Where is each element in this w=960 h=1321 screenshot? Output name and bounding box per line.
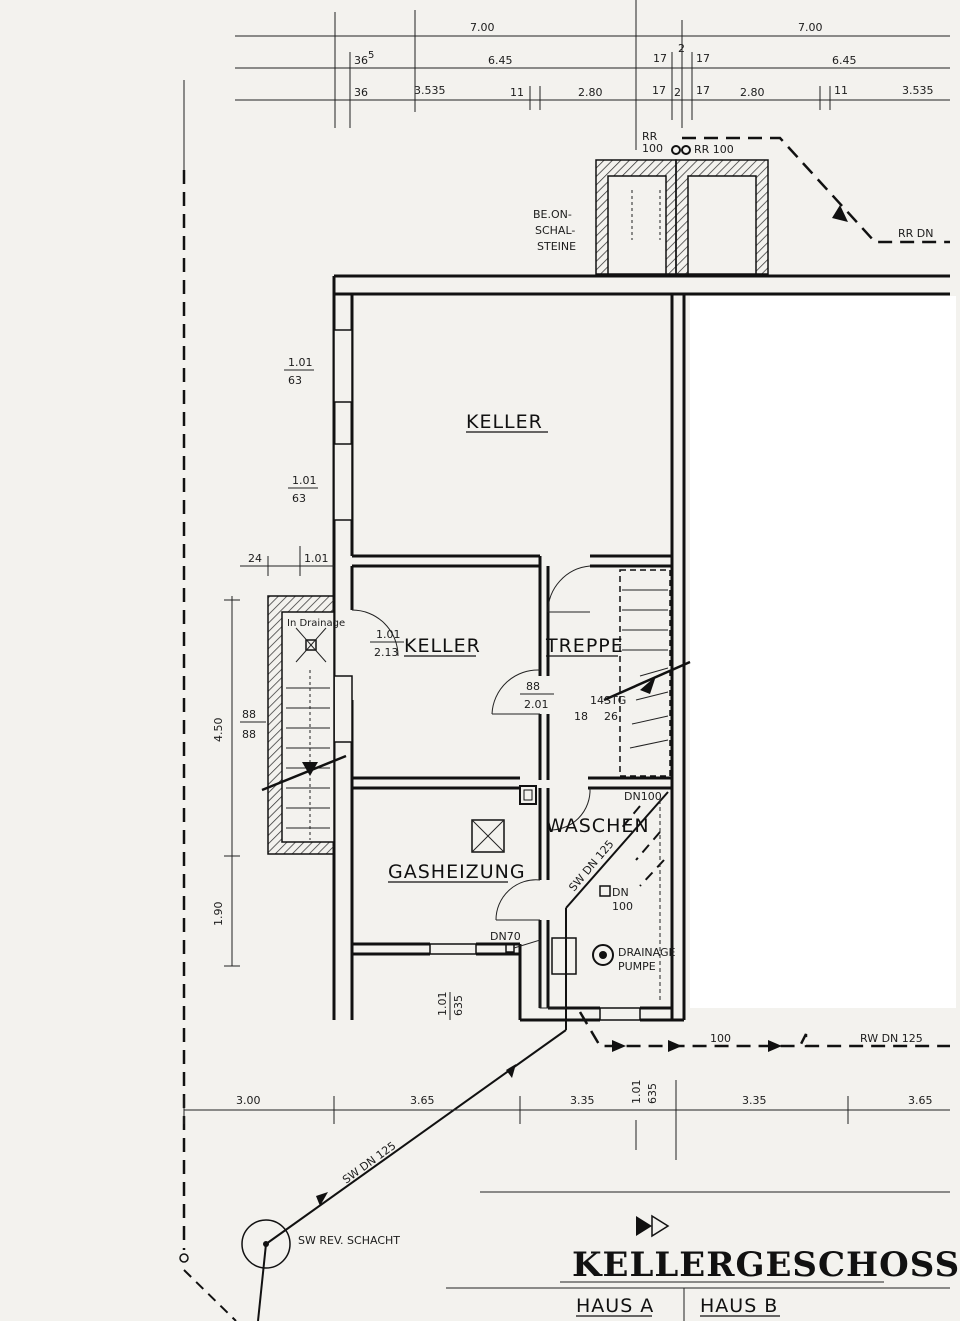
dim-top-700-b: 7.00	[798, 21, 823, 34]
dim-bottom-frac-top: 1.01	[630, 1080, 643, 1105]
bottom-win-dim-bottom: 635	[452, 995, 465, 1016]
door-a-bottom: 2.13	[374, 646, 399, 659]
haus-b-area	[690, 296, 956, 1008]
lightwell-dim-bottom: 88	[242, 728, 256, 741]
dim-top3-2: 2	[674, 86, 681, 99]
staircase	[603, 569, 691, 777]
light-shafts-top	[595, 145, 769, 275]
left-dimension-chain	[224, 546, 334, 967]
rw-dn125-label: RW DN 125	[860, 1032, 923, 1045]
dim-top-17-a: 17	[653, 52, 667, 65]
dn100-top-label: DN100	[624, 790, 662, 803]
win-dim-2-bottom: 63	[292, 492, 306, 505]
win-dim-2-top: 1.01	[292, 474, 317, 487]
room-treppe: TREPPE	[545, 635, 624, 657]
dim-bottom-335-a: 3.35	[570, 1094, 595, 1107]
dim-top3-11-b: 11	[834, 84, 848, 97]
sw-rev-schacht-label: SW REV. SCHACHT	[298, 1234, 400, 1247]
rr-dn-label: RR DN	[898, 227, 933, 240]
rr100-b: RR 100	[694, 143, 734, 156]
haus-b-label: HAUS B	[700, 1295, 778, 1317]
dim-top-645-b: 6.45	[832, 54, 857, 67]
dim-top3-280-a: 2.80	[578, 86, 603, 99]
rr100-a-bottom: 100	[642, 142, 663, 155]
room-gasheizung: GASHEIZUNG	[388, 861, 526, 883]
rain-pipe-top	[682, 136, 950, 244]
dim-sup: 5	[368, 50, 374, 61]
dim-top3-11-a: 11	[510, 86, 524, 99]
dim-top3-280-b: 2.80	[740, 86, 765, 99]
light-well-left	[261, 595, 347, 855]
drainage-pumpe-2: PUMPE	[618, 960, 656, 973]
top-dimension-chain: 7.00 7.00 36 5 6.45 17 2 17 6.45 36 3.53…	[235, 0, 950, 150]
win-dim-1-top: 1.01	[288, 356, 313, 369]
lightwell-dim-top: 88	[242, 708, 256, 721]
dim-101-top: 1.01	[304, 552, 329, 565]
stairs-count: 14STG	[590, 694, 626, 707]
dim-bottom-365-b: 3.65	[908, 1094, 933, 1107]
dim-top-645-a: 6.45	[488, 54, 513, 67]
dim-bottom-365-a: 3.65	[410, 1094, 435, 1107]
dn70-label: DN70	[490, 930, 521, 943]
in-drainage-label: In Drainage	[287, 618, 345, 629]
stairs-dim-1: 18	[574, 710, 588, 723]
dim-left-190: 1.90	[212, 902, 225, 927]
sw-dn125-inner-pipe	[565, 791, 669, 909]
room-keller-mid: KELLER	[404, 635, 481, 657]
dim-top3-36: 36	[354, 86, 368, 99]
door-b-bottom: 2.01	[524, 698, 549, 711]
rr100-a-top: RR	[642, 130, 658, 143]
title-kellergeschoss: KELLERGESCHOSS	[572, 1245, 960, 1285]
bottom-win-dim-top: 1.01	[436, 992, 449, 1017]
stairs-dim-2: 26	[604, 710, 618, 723]
dim-bottom-frac-bottom: 635	[646, 1083, 659, 1104]
sw-dn125-outer-label: SW DN 125	[340, 1139, 398, 1186]
dim-top-36-a: 36	[354, 54, 368, 67]
sw-dn125-outer-pipe	[265, 1029, 567, 1245]
win-dim-1-bottom: 63	[288, 374, 302, 387]
dn100-floor-1: DN	[612, 886, 629, 899]
sump-box	[551, 937, 577, 975]
dim-bottom-300: 3.00	[236, 1094, 261, 1107]
haus-a-label: HAUS A	[576, 1295, 654, 1317]
rw-pipe	[578, 1011, 950, 1048]
dim-top3-17-b: 17	[696, 84, 710, 97]
dim-top-700-a: 7.00	[470, 21, 495, 34]
pump-icon	[592, 944, 614, 966]
door-a-top: 1.01	[376, 628, 401, 641]
boiler-symbol	[471, 819, 505, 853]
dn100-floor-2: 100	[612, 900, 633, 913]
dim-bottom-335-b: 3.35	[742, 1094, 767, 1107]
dim-top3-17-a: 17	[652, 84, 666, 97]
beton-label-2: SCHAL-	[535, 224, 575, 237]
dim-24: 24	[248, 552, 262, 565]
dim-top-2-a: 2	[678, 42, 685, 55]
dn100-bottom-label: 100	[710, 1032, 731, 1045]
dim-top3-3535-a: 3.535	[414, 84, 446, 97]
room-waschen: WASCHEN	[546, 815, 650, 837]
room-keller-top: KELLER	[466, 411, 543, 433]
beton-label-1: BE.ON-	[533, 208, 572, 221]
dim-top3-3535-b: 3.535	[902, 84, 934, 97]
revision-shaft-icon	[241, 1219, 291, 1269]
dim-left-450: 4.50	[212, 718, 225, 743]
beton-label-3: STEINE	[537, 240, 576, 253]
door-b-top: 88	[526, 680, 540, 693]
title-block	[446, 1191, 950, 1321]
dim-top-17-b: 17	[696, 52, 710, 65]
drainage-pumpe-1: DRAINAGE	[618, 946, 676, 959]
bottom-dimension-chain	[183, 1080, 950, 1160]
doors	[351, 565, 591, 921]
